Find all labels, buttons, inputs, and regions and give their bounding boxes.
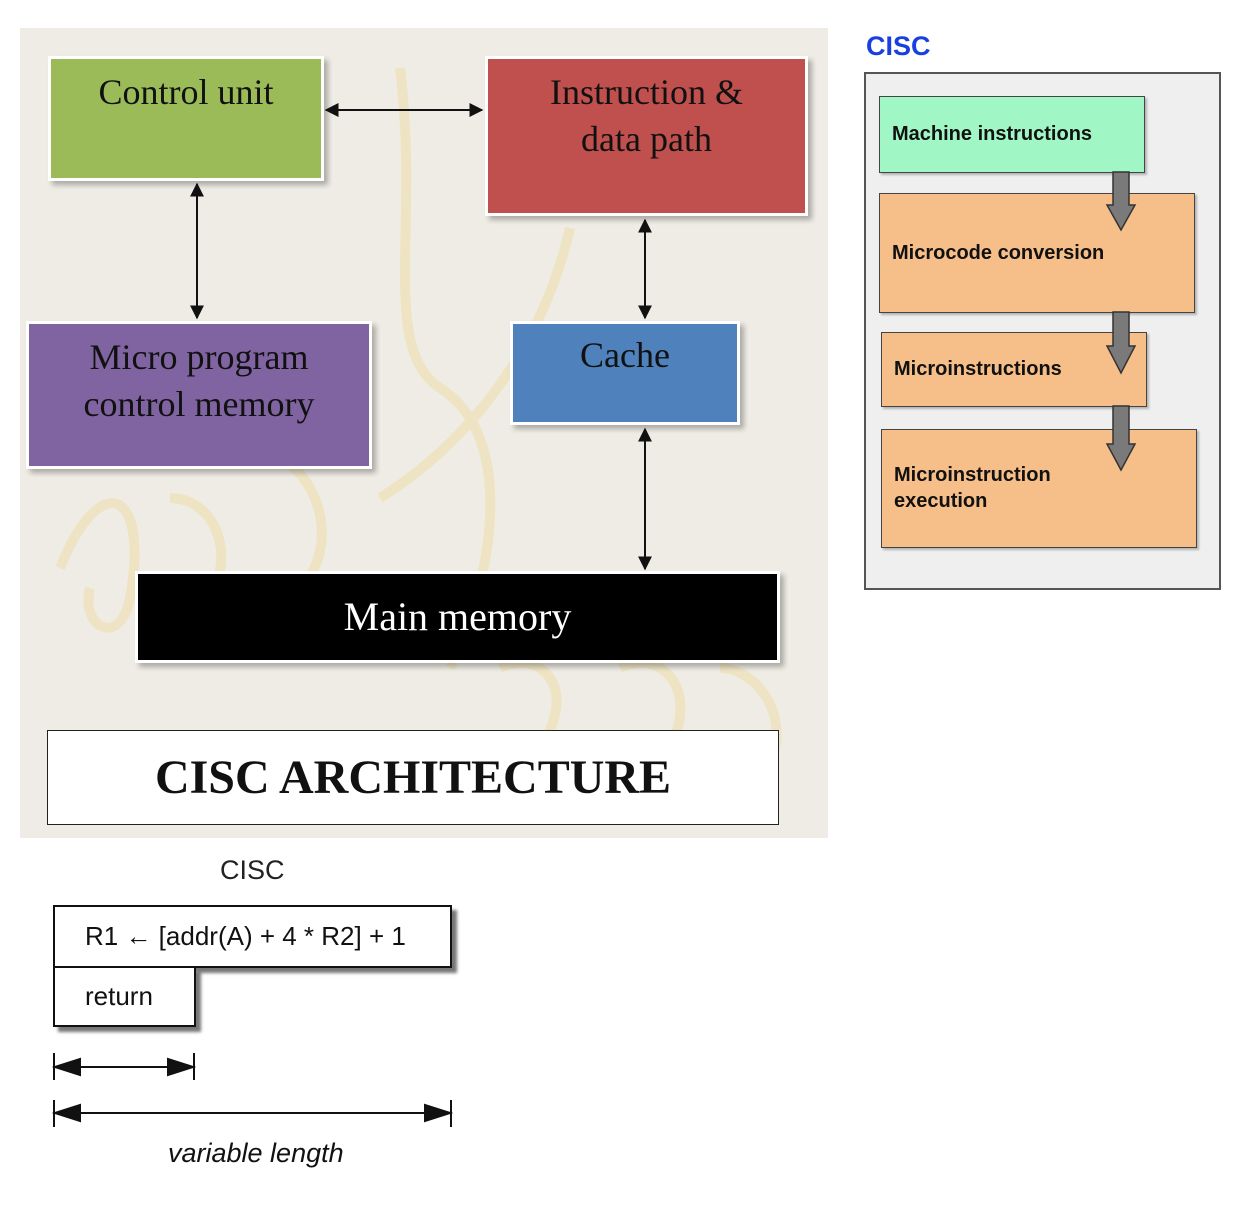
long-length-left-head — [51, 1103, 81, 1123]
main-memory-label: Main memory — [343, 594, 572, 639]
instruction-data-path-box: Instruction & data path — [485, 56, 808, 216]
micro-program-label-line1: Micro program — [89, 337, 309, 377]
control-unit-box: Control unit — [48, 56, 324, 181]
instruction-path-label-line2: data path — [581, 118, 712, 159]
cache-label: Cache — [580, 335, 670, 375]
architecture-connectors — [190, 103, 652, 571]
format-heading: CISC — [220, 855, 285, 885]
microinstructions-box: Microinstructions — [881, 332, 1147, 407]
variable-length-caption: variable length — [168, 1138, 344, 1168]
return-row: return — [53, 966, 196, 1027]
microcode-conversion-box: Microcode conversion — [879, 193, 1195, 313]
architecture-diagram: Control unit Instruction & data path Mic… — [20, 28, 828, 838]
flow-arrow-3 — [1105, 405, 1137, 472]
control-unit-label: Control unit — [98, 72, 274, 112]
flow-heading: CISC — [866, 31, 931, 61]
microinstruction-execution-box: Microinstruction execution — [881, 429, 1197, 548]
short-length-left-head — [51, 1057, 81, 1077]
execution-label-line2: execution — [894, 490, 988, 512]
machine-instructions-label: Machine instructions — [892, 123, 1093, 145]
microinstructions-label: Microinstructions — [894, 358, 1062, 380]
machine-instructions-box: Machine instructions — [879, 96, 1145, 173]
flow-arrow-2 — [1105, 311, 1137, 375]
architecture-title: CISC ARCHITECTURE — [47, 730, 779, 825]
long-length-right-head — [424, 1103, 454, 1123]
return-text: return — [85, 981, 153, 1011]
microcode-conversion-label: Microcode conversion — [892, 241, 1105, 264]
short-length-right-head — [167, 1057, 197, 1077]
cache-box: Cache — [510, 321, 740, 425]
micro-program-label-line2: control memory — [83, 383, 315, 424]
micro-program-memory-box: Micro program control memory — [26, 321, 372, 469]
main-memory-box: Main memory — [135, 571, 780, 663]
instruction-row: R1 ← [addr(A) + 4 * R2] + 1 — [53, 905, 452, 968]
flow-arrow-1 — [1105, 171, 1137, 232]
instruction-path-label-line1: Instruction & — [550, 72, 743, 112]
instruction-text: R1 ← [addr(A) + 4 * R2] + 1 — [85, 921, 406, 951]
execution-label-line1: Microinstruction — [894, 464, 1051, 486]
